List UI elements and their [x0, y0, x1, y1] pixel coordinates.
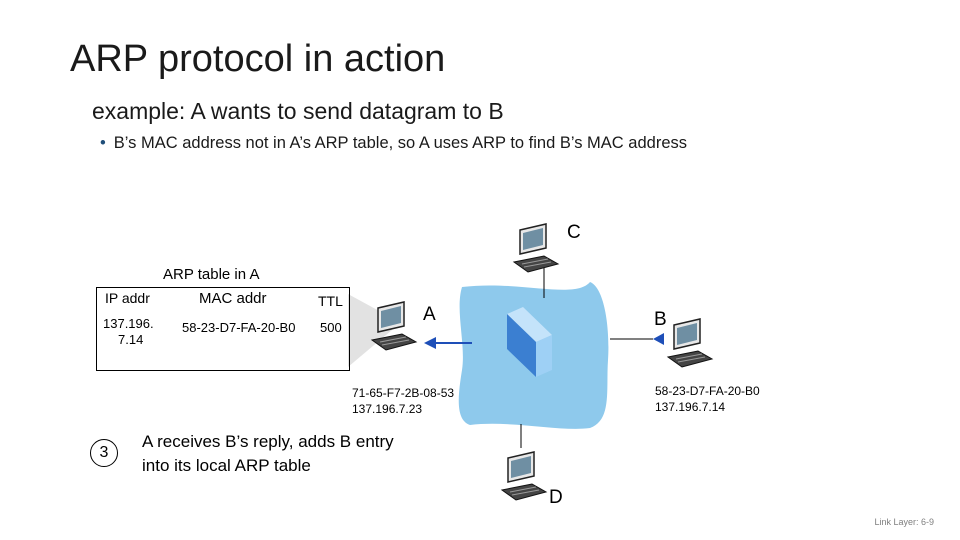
step-line-1: A receives B’s reply, adds B entry: [142, 430, 442, 454]
node-b-ip: 137.196.7.14: [655, 400, 725, 415]
node-c-label: C: [567, 222, 581, 244]
node-d-label: D: [549, 487, 563, 509]
slide-footer: Link Layer: 6-9: [874, 517, 934, 527]
step-line-2: into its local ARP table: [142, 454, 442, 478]
col-header-ip: IP addr: [105, 290, 150, 306]
cell-mac: 58-23-D7-FA-20-B0: [182, 320, 295, 335]
col-header-mac: MAC addr: [199, 290, 267, 307]
cell-ip-line2: 7.14: [118, 332, 143, 347]
host-b-icon: [668, 319, 712, 367]
step-number-badge: 3: [90, 439, 118, 467]
host-c-icon: [514, 224, 558, 272]
node-b-label: B: [654, 309, 667, 331]
col-header-ttl: TTL: [318, 293, 343, 309]
host-d-icon: [502, 452, 546, 500]
arp-table-caption: ARP table in A: [163, 266, 259, 283]
cell-ttl: 500: [320, 320, 342, 335]
node-a-ip: 137.196.7.23: [352, 402, 422, 417]
host-a-icon: [372, 302, 416, 350]
cell-ip-line1: 137.196.: [103, 316, 154, 331]
node-a-label: A: [423, 304, 436, 326]
arrow-b-icon: [653, 333, 664, 345]
node-b-mac: 58-23-D7-FA-20-B0: [655, 384, 760, 399]
node-a-mac: 71-65-F7-2B-08-53: [352, 386, 454, 401]
step-text: A receives B’s reply, adds B entry into …: [142, 430, 442, 478]
